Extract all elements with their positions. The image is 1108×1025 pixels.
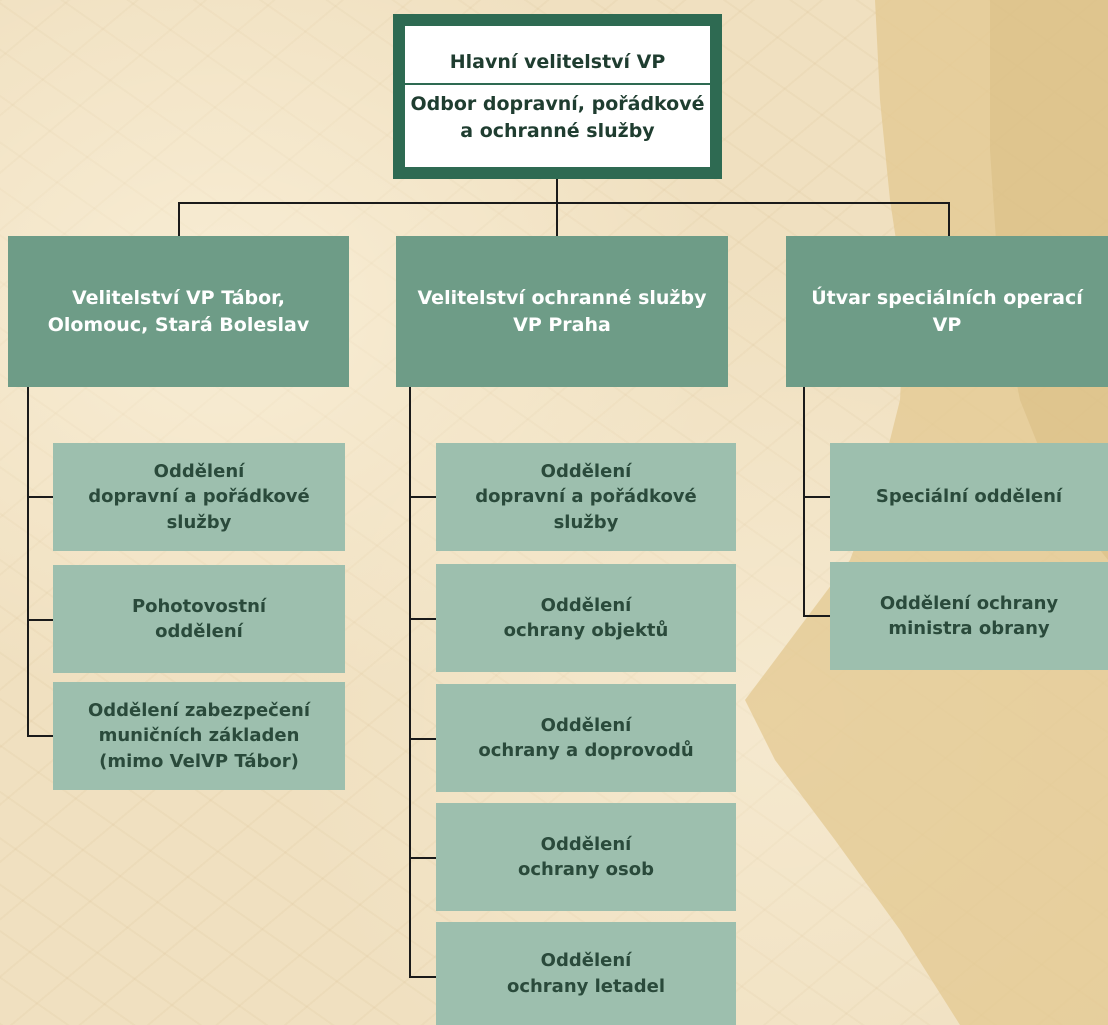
connector-to-unit-3 bbox=[948, 202, 950, 236]
headquarters-inner: Hlavní velitelství VP Odbor dopravní, po… bbox=[402, 26, 713, 167]
headquarters-box: Hlavní velitelství VP Odbor dopravní, po… bbox=[393, 14, 722, 179]
connector-unit-2-dept-2 bbox=[409, 618, 436, 620]
connector-unit-2-dept-4 bbox=[409, 857, 436, 859]
unit-label: Velitelství ochranné služby VP Praha bbox=[417, 286, 707, 336]
department-label: Oddělení zabezpečení muničních základen … bbox=[87, 700, 311, 772]
department-label: Oddělení dopravní a pořádkové služby bbox=[88, 461, 310, 533]
department-box: Oddělení ochrany letadel bbox=[436, 922, 736, 1025]
department-box: Pohotovostní oddělení bbox=[53, 565, 345, 673]
department-label: Oddělení ochrany objektů bbox=[503, 594, 669, 641]
connector-to-unit-2 bbox=[556, 202, 558, 236]
department-box: Oddělení ochrany osob bbox=[436, 803, 736, 911]
connector-unit-2-dept-3 bbox=[409, 738, 436, 740]
department-label: Oddělení dopravní a pořádkové služby bbox=[475, 461, 697, 533]
department-box: Oddělení ochrany objektů bbox=[436, 564, 736, 672]
department-label: Speciální oddělení bbox=[875, 486, 1063, 508]
connector-unit-2-dept-5 bbox=[409, 976, 436, 978]
connector-unit-2-dept-1 bbox=[409, 496, 436, 498]
unit-label: Velitelství VP Tábor, Olomouc, Stará Bol… bbox=[47, 286, 310, 336]
connector-unit-1-trunk bbox=[27, 387, 29, 736]
department-box: Oddělení zabezpečení muničních základen … bbox=[53, 682, 345, 790]
connector-hq-down bbox=[556, 179, 558, 204]
department-box: Oddělení ochrany a doprovodů bbox=[436, 684, 736, 792]
headquarters-title: Hlavní velitelství VP bbox=[449, 50, 666, 73]
department-label: Oddělení ochrany ministra obrany bbox=[879, 592, 1059, 639]
connector-unit-2-trunk bbox=[409, 387, 411, 723]
unit-box-2: Velitelství ochranné služby VP Praha bbox=[396, 236, 728, 387]
connector-unit-1-dept-3 bbox=[27, 735, 53, 737]
connector-unit-3-dept-2 bbox=[803, 615, 830, 617]
connector-unit-3-trunk bbox=[803, 387, 805, 617]
connector-to-unit-1 bbox=[178, 202, 180, 236]
department-label: Oddělení ochrany a doprovodů bbox=[478, 714, 694, 761]
department-box: Oddělení dopravní a pořádkové služby bbox=[436, 443, 736, 551]
department-box: Oddělení ochrany ministra obrany bbox=[830, 562, 1108, 670]
unit-box-1: Velitelství VP Tábor, Olomouc, Stará Bol… bbox=[8, 236, 349, 387]
connector-unit-1-dept-2 bbox=[27, 619, 53, 621]
connector-unit-2-trunk-lower bbox=[409, 720, 411, 978]
connector-unit-1-dept-1 bbox=[27, 496, 53, 498]
unit-box-3: Útvar speciálních operací VP bbox=[786, 236, 1108, 387]
unit-label: Útvar speciálních operací VP bbox=[811, 286, 1083, 336]
connector-unit-3-dept-1 bbox=[803, 496, 830, 498]
department-label: Oddělení ochrany osob bbox=[517, 833, 655, 880]
connector-hq-horizontal bbox=[178, 202, 950, 204]
department-label: Oddělení ochrany letadel bbox=[506, 950, 666, 997]
headquarters-subtitle: Odbor dopravní, pořádkové a ochranné slu… bbox=[410, 93, 705, 142]
department-box: Speciální oddělení bbox=[830, 443, 1108, 551]
headquarters-divider bbox=[402, 83, 713, 86]
department-label: Pohotovostní oddělení bbox=[131, 595, 267, 642]
department-box: Oddělení dopravní a pořádkové služby bbox=[53, 443, 345, 551]
